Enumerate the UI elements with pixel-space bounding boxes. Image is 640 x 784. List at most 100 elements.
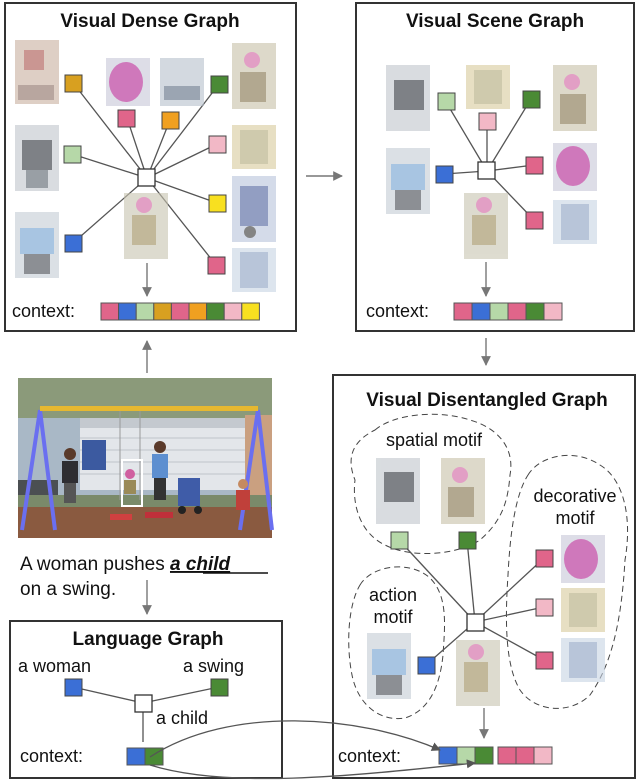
language-to-disentangled-arrow-2 — [149, 759, 476, 780]
legs-crop-image — [561, 588, 605, 632]
context-cell-pink — [170, 302, 190, 321]
node-mustard — [64, 74, 83, 93]
context-cell-light_pink — [223, 302, 243, 321]
scene-graph-title: Visual Scene Graph — [406, 11, 584, 32]
jeans-crop-image — [553, 200, 597, 244]
scene-photo — [18, 378, 274, 538]
helmet-crop-image — [553, 143, 597, 191]
boy-crop-image — [386, 65, 430, 131]
child-crop-image — [232, 43, 276, 109]
node-light-green — [390, 531, 409, 550]
node-pink — [117, 109, 136, 128]
language-node-child-label: a child — [156, 708, 208, 728]
action-motif-label-1: action — [369, 585, 417, 605]
dense-context-label: context: — [12, 301, 75, 321]
language-node-woman-label: a woman — [18, 656, 91, 676]
node-pink-2 — [535, 651, 554, 670]
action-motif-cloud — [348, 566, 445, 720]
node-light-green — [437, 92, 456, 111]
boy-crop-image — [376, 458, 420, 524]
node-pink-2 — [207, 256, 226, 275]
scene-graph-nodes — [435, 90, 544, 230]
context-cell-blue — [471, 302, 491, 321]
context-cell-light_green — [489, 302, 509, 321]
caption-line-2: on a swing. — [20, 579, 116, 600]
language-node-swing-label: a swing — [183, 656, 244, 676]
language-context-label: context: — [20, 746, 83, 766]
caption-line-1: A woman pushes a child — [20, 554, 231, 575]
disentangled-graph-title: Visual Disentangled Graph — [366, 390, 607, 411]
context-cell-pink — [497, 746, 517, 765]
dense-hub-node — [137, 168, 156, 187]
node-green — [522, 90, 541, 109]
context-cell-light_pink — [533, 746, 553, 765]
stroller-crop-image — [232, 176, 276, 242]
jeans-crop-image — [232, 248, 276, 292]
context-cell-blue — [118, 302, 137, 321]
dense-graph-photos — [15, 40, 276, 292]
node-orange — [161, 111, 180, 130]
node-light-pink — [208, 135, 227, 154]
dense-graph-nodes — [63, 74, 229, 275]
context-cell-pink — [507, 302, 527, 321]
child-crop-image — [441, 458, 485, 524]
spatial-motif-label: spatial motif — [386, 430, 483, 450]
node-pink — [525, 156, 544, 175]
dense-graph-title: Visual Dense Graph — [60, 11, 239, 32]
disentangled-context-label: context: — [338, 746, 401, 766]
node-blue — [417, 656, 436, 675]
scene-graph-panel: Visual Scene Graph — [355, 2, 635, 332]
context-cell-orange — [188, 302, 208, 321]
language-node-woman — [64, 678, 83, 697]
context-cell-light_green — [456, 746, 476, 765]
context-cell-yellow — [241, 302, 260, 321]
language-node-swing — [210, 678, 229, 697]
context-cell-blue — [126, 747, 146, 766]
jeans-crop-image — [561, 638, 605, 682]
disentangled-hub-node — [466, 613, 485, 632]
context-cell-pink — [100, 302, 120, 321]
dense-graph-panel: Visual Dense Graph — [4, 2, 297, 332]
scene-graph-photos — [386, 65, 597, 259]
context-cell-green — [525, 302, 545, 321]
context-cell-light_green — [135, 302, 155, 321]
action-motif-label-2: motif — [373, 607, 413, 627]
swing-child-crop-image — [124, 193, 168, 259]
language-to-disentangled-arrow-1 — [149, 720, 441, 758]
woman-crop-image — [367, 633, 411, 699]
scene-context-bar — [453, 302, 563, 321]
context-cell-pink — [453, 302, 473, 321]
swing-child-crop-image — [456, 640, 500, 706]
node-green — [458, 531, 477, 550]
node-light-pink — [535, 598, 554, 617]
node-green — [210, 75, 229, 94]
node-pink — [535, 549, 554, 568]
context-cell-blue — [438, 746, 458, 765]
language-graph-panel: Language Graph a woman a swing a child c… — [9, 620, 283, 779]
swing-child-crop-image — [464, 193, 508, 259]
node-yellow — [208, 194, 227, 213]
decorative-motif-label-1: decorative — [533, 486, 616, 506]
context-cell-green — [206, 302, 225, 321]
helmet-crop-image — [561, 535, 605, 583]
dense-graph-edges — [71, 83, 220, 266]
legs-crop-image — [466, 65, 510, 109]
helmet-crop-image — [106, 58, 150, 106]
woman-crop-image — [15, 212, 59, 278]
context-cell-pink — [515, 746, 535, 765]
language-context-bar — [126, 747, 164, 766]
woman-crop-image — [386, 148, 430, 214]
caption-target-phrase: a child — [170, 554, 231, 575]
person-crop-image — [15, 40, 59, 104]
disentangled-graph-nodes — [390, 531, 554, 675]
target-box — [121, 459, 143, 507]
car-crop-image — [160, 58, 204, 106]
node-light-green — [63, 145, 82, 164]
language-graph-title: Language Graph — [73, 629, 224, 650]
context-cell-green — [474, 746, 494, 765]
disentangled-graph-photos — [367, 458, 605, 706]
scene-context-label: context: — [366, 301, 429, 321]
legs-crop-image — [232, 125, 276, 169]
node-pink-2 — [525, 211, 544, 230]
dense-context-bar — [100, 302, 260, 321]
